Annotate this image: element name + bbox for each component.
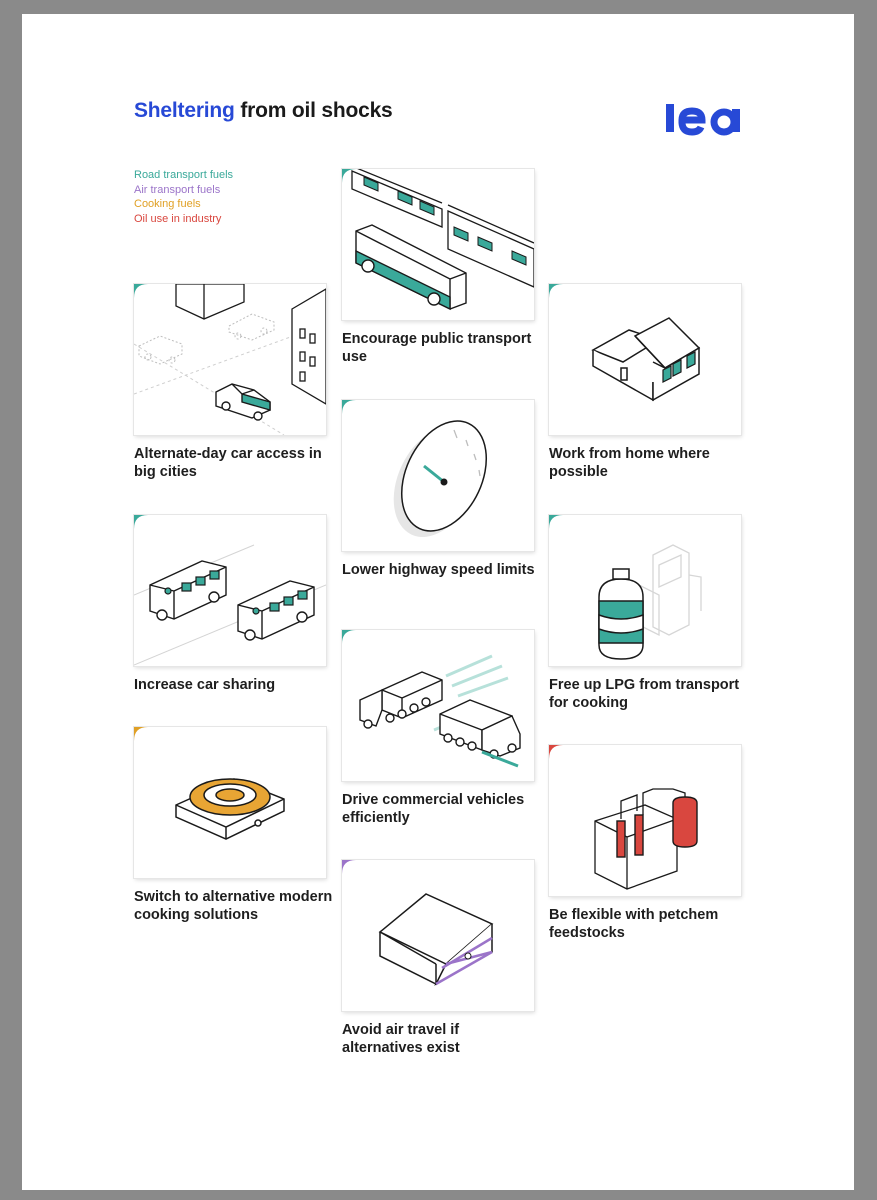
label-lpg: Free up LPG from transport for cooking: [549, 677, 740, 711]
title-rest: from oil shocks: [234, 99, 393, 122]
lpg-cylinder-icon: [598, 544, 702, 660]
card-speed-limits: [342, 400, 534, 551]
category-tab: [134, 515, 148, 529]
category-tab: [342, 169, 356, 183]
category-tab: [549, 745, 563, 759]
category-tab: [134, 284, 148, 298]
category-tab: [342, 400, 356, 414]
infographic-page: Sheltering from oil shocks Road transpor…: [22, 14, 854, 1190]
label-alternate-day: Alternate-day car access in big cities: [134, 446, 322, 480]
petchem-tanks-icon: [594, 788, 698, 890]
iea-logo: [666, 100, 744, 141]
label-air-travel: Avoid air travel if alternatives exist: [342, 1022, 460, 1056]
legend-item-air: Air transport fuels: [134, 183, 221, 196]
page-title: Sheltering from oil shocks: [134, 99, 393, 123]
label-speed-limits: Lower highway speed limits: [342, 562, 535, 578]
train-bus-icon: [351, 169, 534, 311]
label-commercial-vehicles: Drive commercial vehicles efficiently: [342, 792, 525, 826]
category-tab: [134, 727, 148, 741]
legend-item-industry: Oil use in industry: [134, 212, 222, 225]
card-public-transport: [342, 169, 534, 320]
card-alternate-day: [134, 284, 326, 435]
legend: Road transport fuels Air transport fuels…: [134, 168, 233, 226]
category-tab: [342, 630, 356, 644]
trucks-icon: [359, 654, 521, 768]
card-petchem: [549, 745, 741, 896]
iea-logo-icon: [666, 104, 740, 136]
label-car-sharing: Increase car sharing: [134, 677, 276, 693]
card-car-sharing: [134, 515, 326, 666]
house-icon: [591, 317, 701, 402]
card-work-from-home: [549, 284, 741, 435]
card-commercial-vehicles: [342, 630, 534, 781]
speedometer-icon: [393, 420, 488, 537]
label-work-from-home: Work from home where possible: [549, 446, 710, 480]
label-cooking: Switch to alternative modern cooking sol…: [134, 889, 333, 923]
label-petchem: Be flexible with petchem feedstocks: [549, 907, 719, 941]
card-cooking: [134, 727, 326, 878]
legend-item-road: Road transport fuels: [134, 169, 234, 181]
category-tab: [549, 515, 563, 529]
aircraft-hangar-icon: [378, 893, 494, 986]
category-tab: [549, 284, 563, 298]
category-tab: [342, 860, 356, 874]
card-lpg: [549, 515, 741, 666]
cooktop-icon: [175, 778, 285, 840]
card-air-travel: [342, 860, 534, 1011]
title-accent: Sheltering: [134, 99, 235, 122]
legend-item-cooking: Cooking fuels: [134, 198, 201, 211]
car-city-icon: [134, 284, 326, 435]
car-sharing-icon: [134, 544, 326, 666]
label-public-transport: Encourage public transport use: [342, 331, 532, 365]
